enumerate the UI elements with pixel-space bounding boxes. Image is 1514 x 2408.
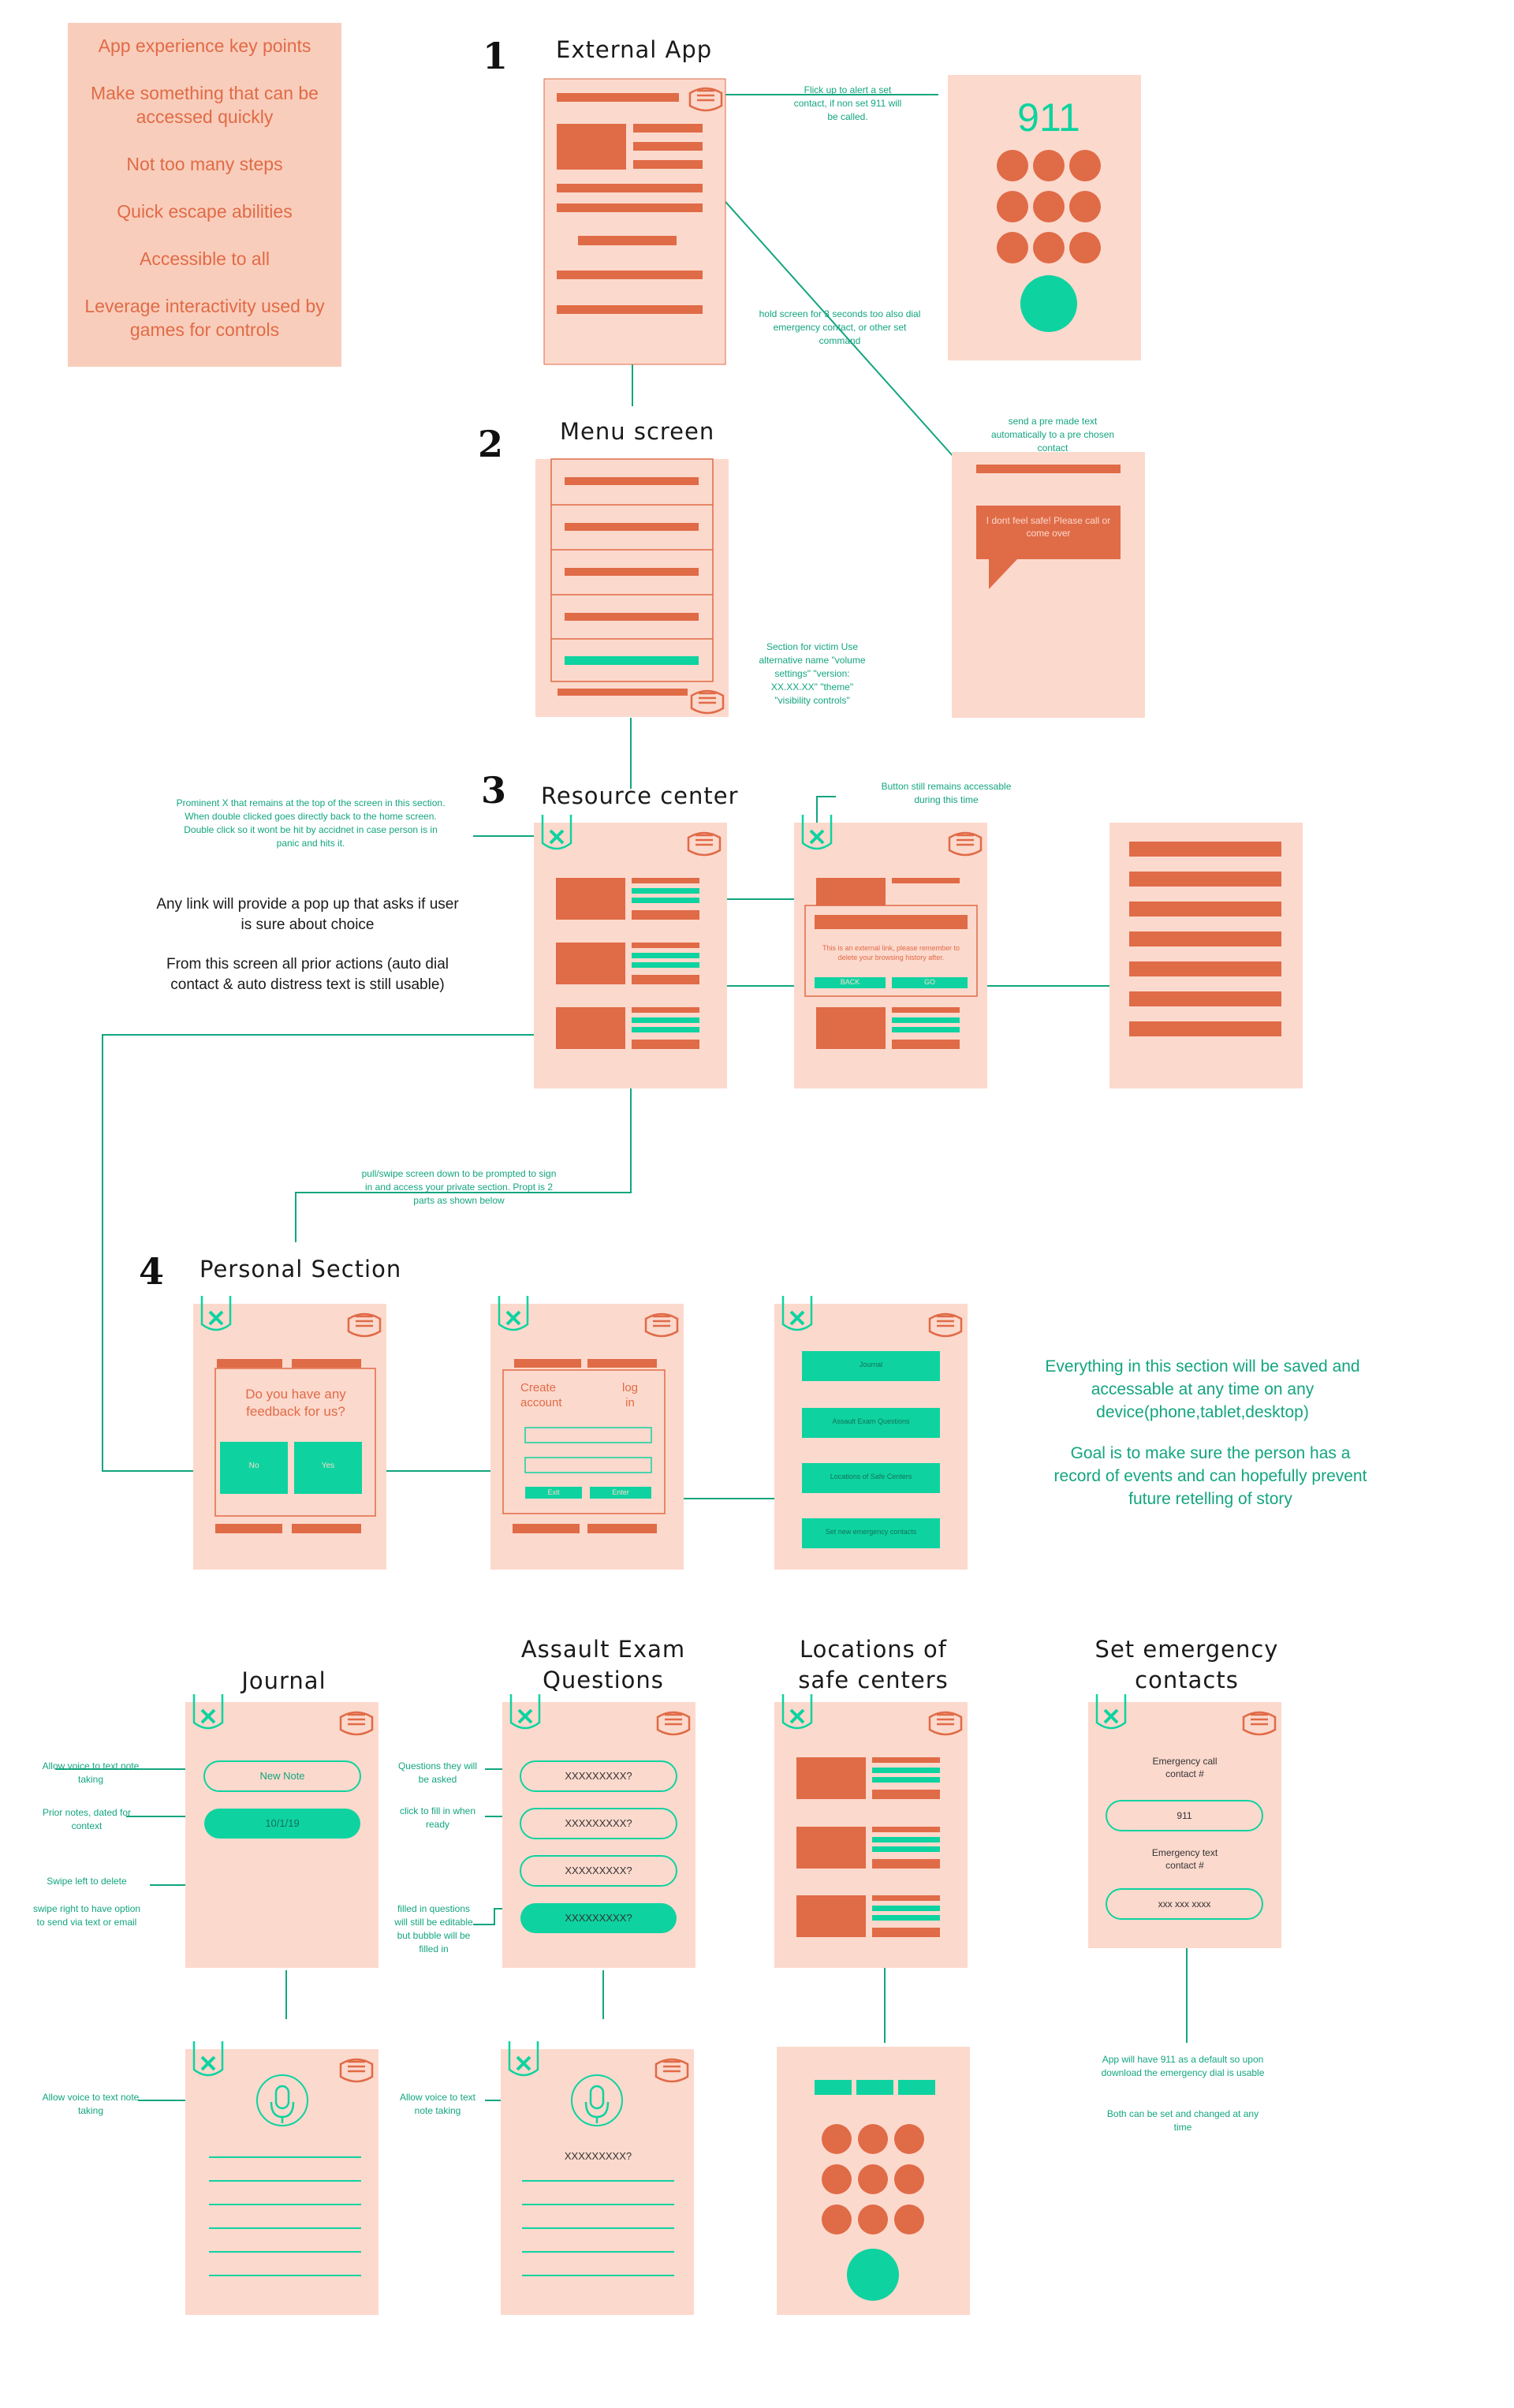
heading-external-app: External App <box>556 36 713 63</box>
new-note-button[interactable]: New Note <box>259 1770 305 1782</box>
note-any-link: Any link will provide a pop up that asks… <box>156 896 459 933</box>
step-number-2: 2 <box>478 423 504 465</box>
menu-contacts[interactable]: Set new emergency contacts <box>825 1528 917 1536</box>
note-from-screen: From this screen all prior actions (auto… <box>166 956 449 993</box>
heading-menu-screen: Menu screen <box>560 418 715 445</box>
note-everything: Everything in this section will be saved… <box>1045 1357 1360 1421</box>
popup-go-button[interactable]: GO <box>923 978 935 986</box>
heading-emergency-contacts: Set emergency contacts <box>1094 1636 1279 1693</box>
exam-voice-question: XXXXXXXXX? <box>564 2150 632 2162</box>
connector-hold-text <box>719 195 955 458</box>
dial-number: 911 <box>1017 95 1080 140</box>
note-both-set: Both can be set and changed at any time <box>1106 2108 1259 2133</box>
note-premade: send a pre made text automatically to a … <box>990 416 1115 454</box>
connector-button-remains <box>816 796 836 832</box>
note-filled-in: filled in questions will still be editab… <box>394 1903 473 1954</box>
exam-question-3[interactable]: XXXXXXXXX? <box>565 1865 632 1876</box>
step-number-1: 1 <box>483 35 509 77</box>
emergency-call-label: Emergency call contact # <box>1152 1756 1218 1779</box>
key-point: Accessible to all <box>140 248 270 269</box>
emergency-text-label: Emergency text contact # <box>1151 1847 1218 1871</box>
note-app-911: App will have 911 as a default so upon d… <box>1101 2054 1265 2078</box>
note-swipe-left: Swipe left to delete <box>47 1876 127 1887</box>
note-voice-journal: Allow voice to text note taking <box>42 1760 140 1785</box>
prior-note-item[interactable]: 10/1/19 <box>265 1817 300 1829</box>
note-flick: Flick up to alert a set contact, if non … <box>793 84 902 122</box>
note-voice-journal2: Allow voice to text note taking <box>42 2092 140 2116</box>
popup-text: This is an external link, please remembe… <box>822 944 960 961</box>
create-account-label[interactable]: Create account <box>520 1381 562 1409</box>
heading-journal: Journal <box>241 1667 326 1694</box>
log-in-label[interactable]: log in <box>621 1381 639 1409</box>
note-hold: hold screen for 3 seconds too also dial … <box>759 308 921 346</box>
distress-text: I dont feel safe! Please call or come ov… <box>986 515 1111 539</box>
enter-button[interactable]: Enter <box>612 1488 629 1496</box>
menu-assault-exam[interactable]: Assault Exam Questions <box>832 1417 910 1425</box>
step-number-3: 3 <box>481 769 507 812</box>
note-goal: Goal is to make sure the person has a re… <box>1053 1444 1367 1508</box>
key-point: Quick escape abilities <box>117 201 293 222</box>
feedback-no-button[interactable]: No <box>248 1462 259 1470</box>
note-voice-exam: Allow voice to text note taking <box>399 2092 476 2116</box>
feedback-question: Do you have any feedback for us? <box>245 1387 346 1419</box>
connector-to-feedback <box>102 1034 544 1472</box>
heading-personal-section: Personal Section <box>200 1256 402 1282</box>
connector-to-personal <box>295 1088 632 1242</box>
key-point: Make something that can be accessed quic… <box>91 83 319 127</box>
exam-question-1[interactable]: XXXXXXXXX? <box>565 1770 632 1782</box>
popup-back-button[interactable]: BACK <box>840 978 860 986</box>
key-point: App experience key points <box>98 35 311 56</box>
step-number-4: 4 <box>139 1250 165 1293</box>
connector-filled <box>473 1908 516 1925</box>
connector-swipe <box>150 1838 287 1886</box>
emergency-text-value[interactable]: xxx xxx xxxx <box>1158 1898 1211 1910</box>
heading-locations: Locations of safe centers <box>798 1636 949 1693</box>
exam-question-4[interactable]: XXXXXXXXX? <box>565 1912 632 1924</box>
note-questions-asked: Questions they will be asked <box>397 1760 478 1785</box>
menu-journal[interactable]: Journal <box>859 1361 883 1368</box>
note-prominent-x: Prominent X that remains at the top of t… <box>176 797 446 849</box>
heading-resource-center: Resource center <box>541 782 739 809</box>
note-click-fill: click to fill in when ready <box>399 1805 476 1830</box>
key-point: Not too many steps <box>126 154 283 174</box>
key-points-box: App experience key points Make something… <box>68 23 341 367</box>
feedback-yes-button[interactable]: Yes <box>321 1462 335 1470</box>
exit-button[interactable]: Exit <box>547 1488 560 1496</box>
note-swipe-right: swipe right to have option to send via t… <box>32 1903 141 1928</box>
emergency-call-value[interactable]: 911 <box>1177 1810 1192 1821</box>
exam-question-2[interactable]: XXXXXXXXX? <box>565 1817 632 1829</box>
note-victim: Section for victim Use alternative name … <box>759 641 866 706</box>
key-point: Leverage interactivity used by games for… <box>84 296 325 340</box>
note-prior-notes: Prior notes, dated for context <box>42 1807 132 1831</box>
heading-assault-exam: Assault Exam Questions <box>520 1636 686 1693</box>
menu-locations[interactable]: Locations of Safe Centers <box>830 1473 912 1480</box>
note-button-remains: Button still remains accessable during t… <box>881 781 1012 805</box>
note-pull-swipe: pull/swipe screen down to be prompted to… <box>361 1168 557 1206</box>
